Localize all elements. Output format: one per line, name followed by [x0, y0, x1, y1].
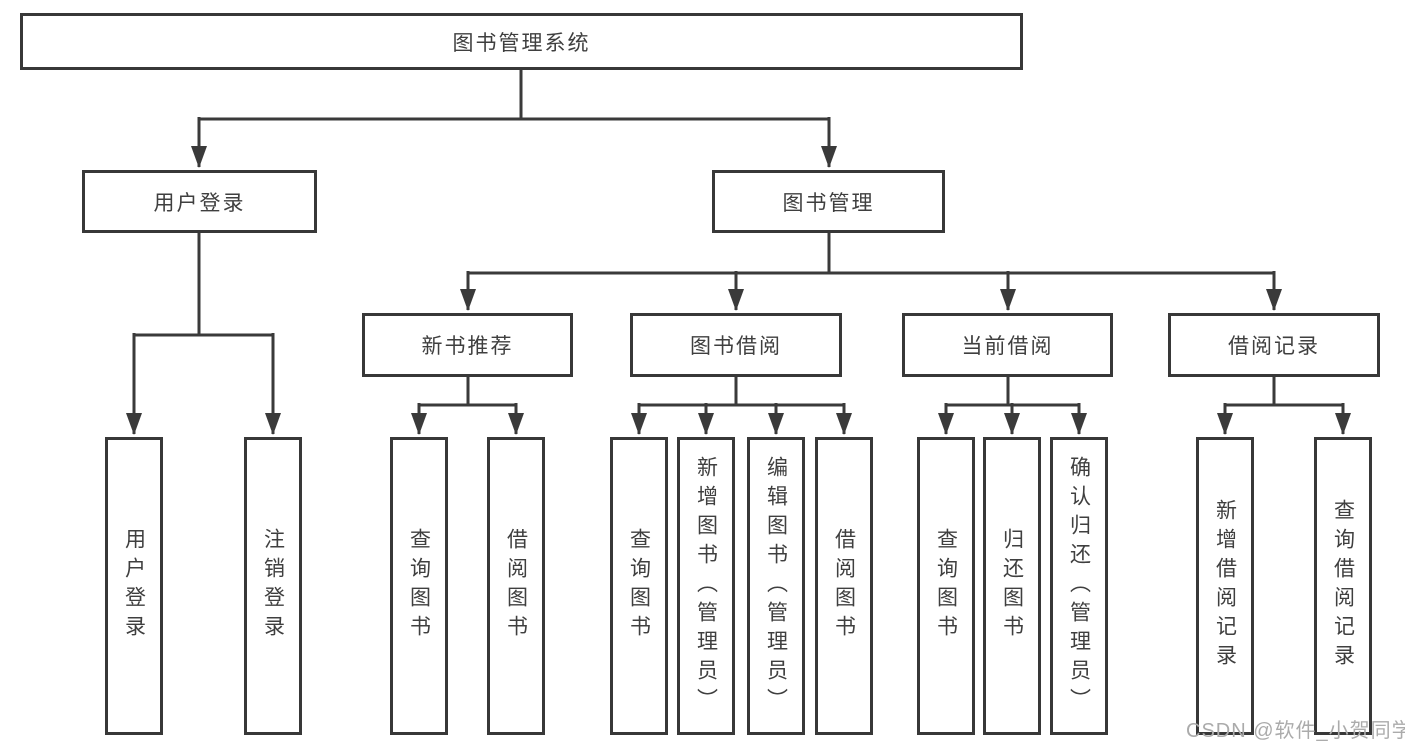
leaf-query-books-borrow: 查询图书 — [610, 437, 668, 735]
leaf-query-books-current: 查询图书 — [917, 437, 975, 735]
leaf-query-borrow-record: 查询借阅记录 — [1314, 437, 1372, 735]
leaf-logout: 注销登录 — [244, 437, 302, 735]
leaf-user-login: 用户登录 — [105, 437, 163, 735]
node-book-management: 图书管理 — [712, 170, 945, 233]
leaf-add-borrow-record: 新增借阅记录 — [1196, 437, 1254, 735]
leaf-edit-book-admin: 编辑图书（管理员） — [747, 437, 805, 735]
node-current-borrow: 当前借阅 — [902, 313, 1113, 377]
node-root: 图书管理系统 — [20, 13, 1023, 70]
leaf-return-book: 归还图书 — [983, 437, 1041, 735]
leaf-add-book-admin: 新增图书（管理员） — [677, 437, 735, 735]
leaf-borrow-books-recommend: 借阅图书 — [487, 437, 545, 735]
node-borrow-records: 借阅记录 — [1168, 313, 1380, 377]
node-book-borrow: 图书借阅 — [630, 313, 842, 377]
node-new-book-recommend: 新书推荐 — [362, 313, 573, 377]
node-user-login: 用户登录 — [82, 170, 317, 233]
csdn-watermark: CSDN @软件_小贺同学 — [1186, 720, 1405, 742]
leaf-borrow-books: 借阅图书 — [815, 437, 873, 735]
leaf-confirm-return-admin: 确认归还（管理员） — [1050, 437, 1108, 735]
leaf-query-books-recommend: 查询图书 — [390, 437, 448, 735]
